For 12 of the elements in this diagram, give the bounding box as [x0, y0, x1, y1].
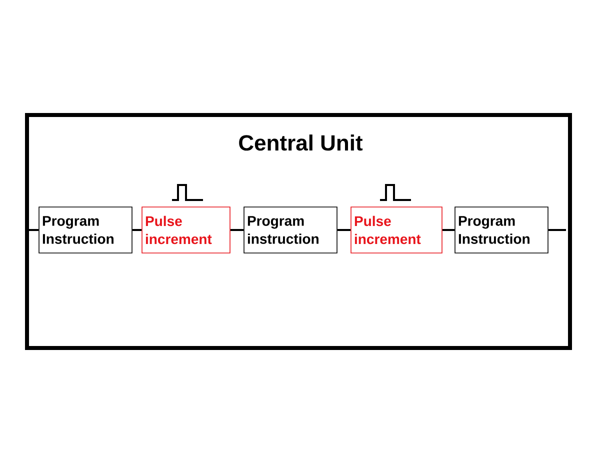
title: Central Unit [239, 134, 363, 151]
connector-line [132, 229, 142, 231]
connector-line [337, 229, 351, 231]
instruction-box: Program Instruction [38, 206, 132, 254]
instruction-box: Program instruction [244, 206, 338, 254]
pulse-box: Pulse increment [142, 206, 230, 254]
instruction-box: Program Instruction [454, 206, 548, 254]
connector-line [29, 229, 39, 231]
connector-line [442, 229, 455, 231]
connector-line [548, 229, 566, 231]
pulse-box: Pulse increment [350, 206, 442, 254]
connector-line [230, 229, 244, 231]
